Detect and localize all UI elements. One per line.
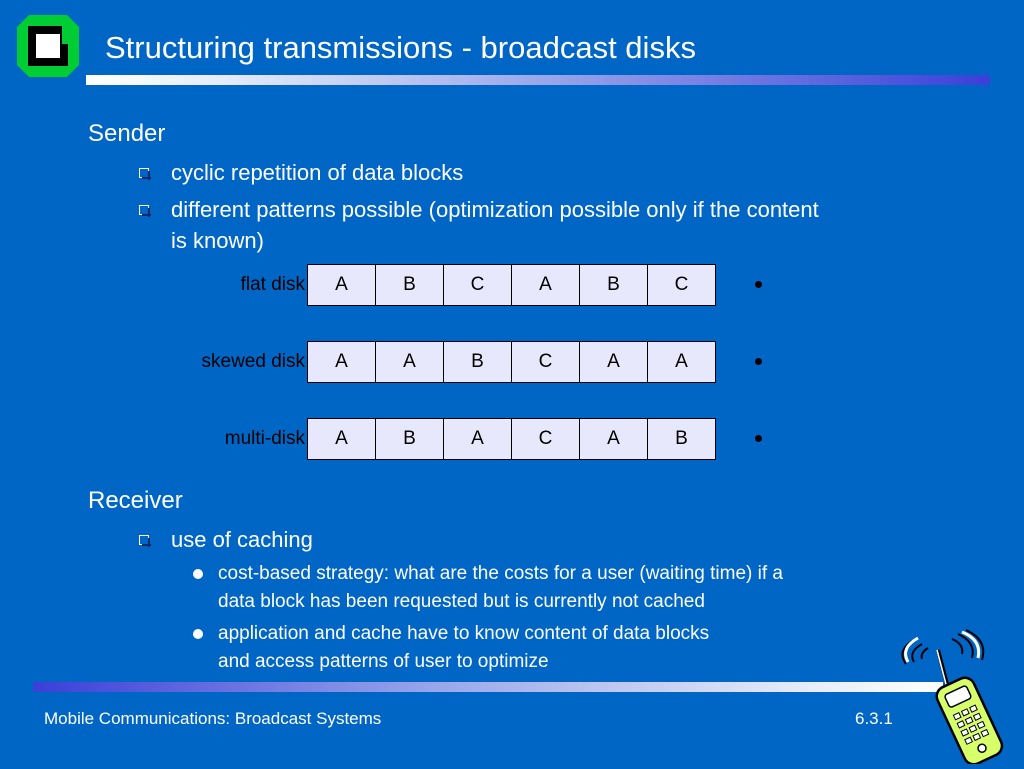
data-block: B: [579, 265, 647, 305]
sub-bullet-line: application and cache have to know conte…: [218, 623, 710, 644]
footer-course-title: Mobile Communications: Broadcast Systems: [44, 709, 382, 728]
slide-number: 6.3.1: [855, 709, 893, 728]
sub-bullet-line: and access patterns of user to optimize: [218, 651, 549, 672]
disk-label: skewed disk: [201, 351, 306, 372]
sender-bullet: different patterns possible (optimizatio…: [139, 194, 819, 256]
disk-label: flat disk: [240, 274, 305, 295]
square-bullet-icon: [139, 205, 151, 217]
data-block: A: [335, 428, 348, 449]
data-block: A: [335, 351, 348, 372]
bullet-dot-icon: [755, 281, 762, 288]
mobile-phone-icon: [884, 626, 1014, 766]
disk-row-multi: multi-disk A B A C A B: [160, 418, 780, 460]
data-block: A: [511, 265, 579, 305]
footer-rule: [33, 682, 943, 692]
disk-blocks: A A B C A A: [307, 341, 716, 383]
data-block: B: [647, 419, 715, 459]
sender-bullet-text-continued: is known): [171, 228, 264, 253]
data-block: C: [511, 342, 579, 382]
disk-row-flat: flat disk A B C A B C: [160, 264, 780, 306]
data-block: B: [375, 265, 443, 305]
receiver-heading: Receiver: [88, 487, 183, 514]
receiver-bullet: use of caching: [139, 524, 313, 555]
sender-bullet: cyclic repetition of data blocks: [139, 157, 463, 188]
data-block: A: [579, 419, 647, 459]
receiver-bullet-text: use of caching: [171, 527, 313, 552]
data-block: B: [443, 342, 511, 382]
data-block: A: [443, 419, 511, 459]
bullet-dot-icon: [755, 358, 762, 365]
data-block: C: [511, 419, 579, 459]
data-block: A: [335, 274, 348, 295]
square-bullet-icon: [139, 535, 151, 547]
disk-label: multi-disk: [224, 428, 305, 449]
sub-bullet-line: cost-based strategy: what are the costs …: [218, 563, 783, 584]
disk-blocks: A B C A B C: [307, 264, 716, 306]
receiver-sub-bullet: cost-based strategy: what are the costs …: [193, 560, 783, 616]
bullet-dot-icon: [755, 435, 762, 442]
receiver-sub-bullet: application and cache have to know conte…: [193, 620, 709, 676]
data-block: C: [647, 265, 715, 305]
university-logo: [17, 15, 79, 77]
data-block: B: [375, 419, 443, 459]
round-bullet-icon: [193, 629, 203, 639]
square-bullet-icon: [139, 168, 151, 180]
page-title: Structuring transmissions - broadcast di…: [105, 30, 696, 65]
sender-bullet-text: cyclic repetition of data blocks: [171, 160, 464, 185]
sender-bullet-text: different patterns possible (optimizatio…: [171, 197, 819, 222]
disk-row-skewed: skewed disk A A B C A A: [160, 341, 780, 383]
sender-heading: Sender: [88, 120, 166, 147]
data-block: A: [375, 342, 443, 382]
title-rule: [86, 75, 990, 85]
disk-blocks: A B A C A B: [307, 418, 716, 460]
data-block: A: [579, 342, 647, 382]
data-block: A: [647, 342, 715, 382]
sub-bullet-line: data block has been requested but is cur…: [218, 591, 705, 612]
round-bullet-icon: [193, 569, 203, 579]
data-block: C: [443, 265, 511, 305]
